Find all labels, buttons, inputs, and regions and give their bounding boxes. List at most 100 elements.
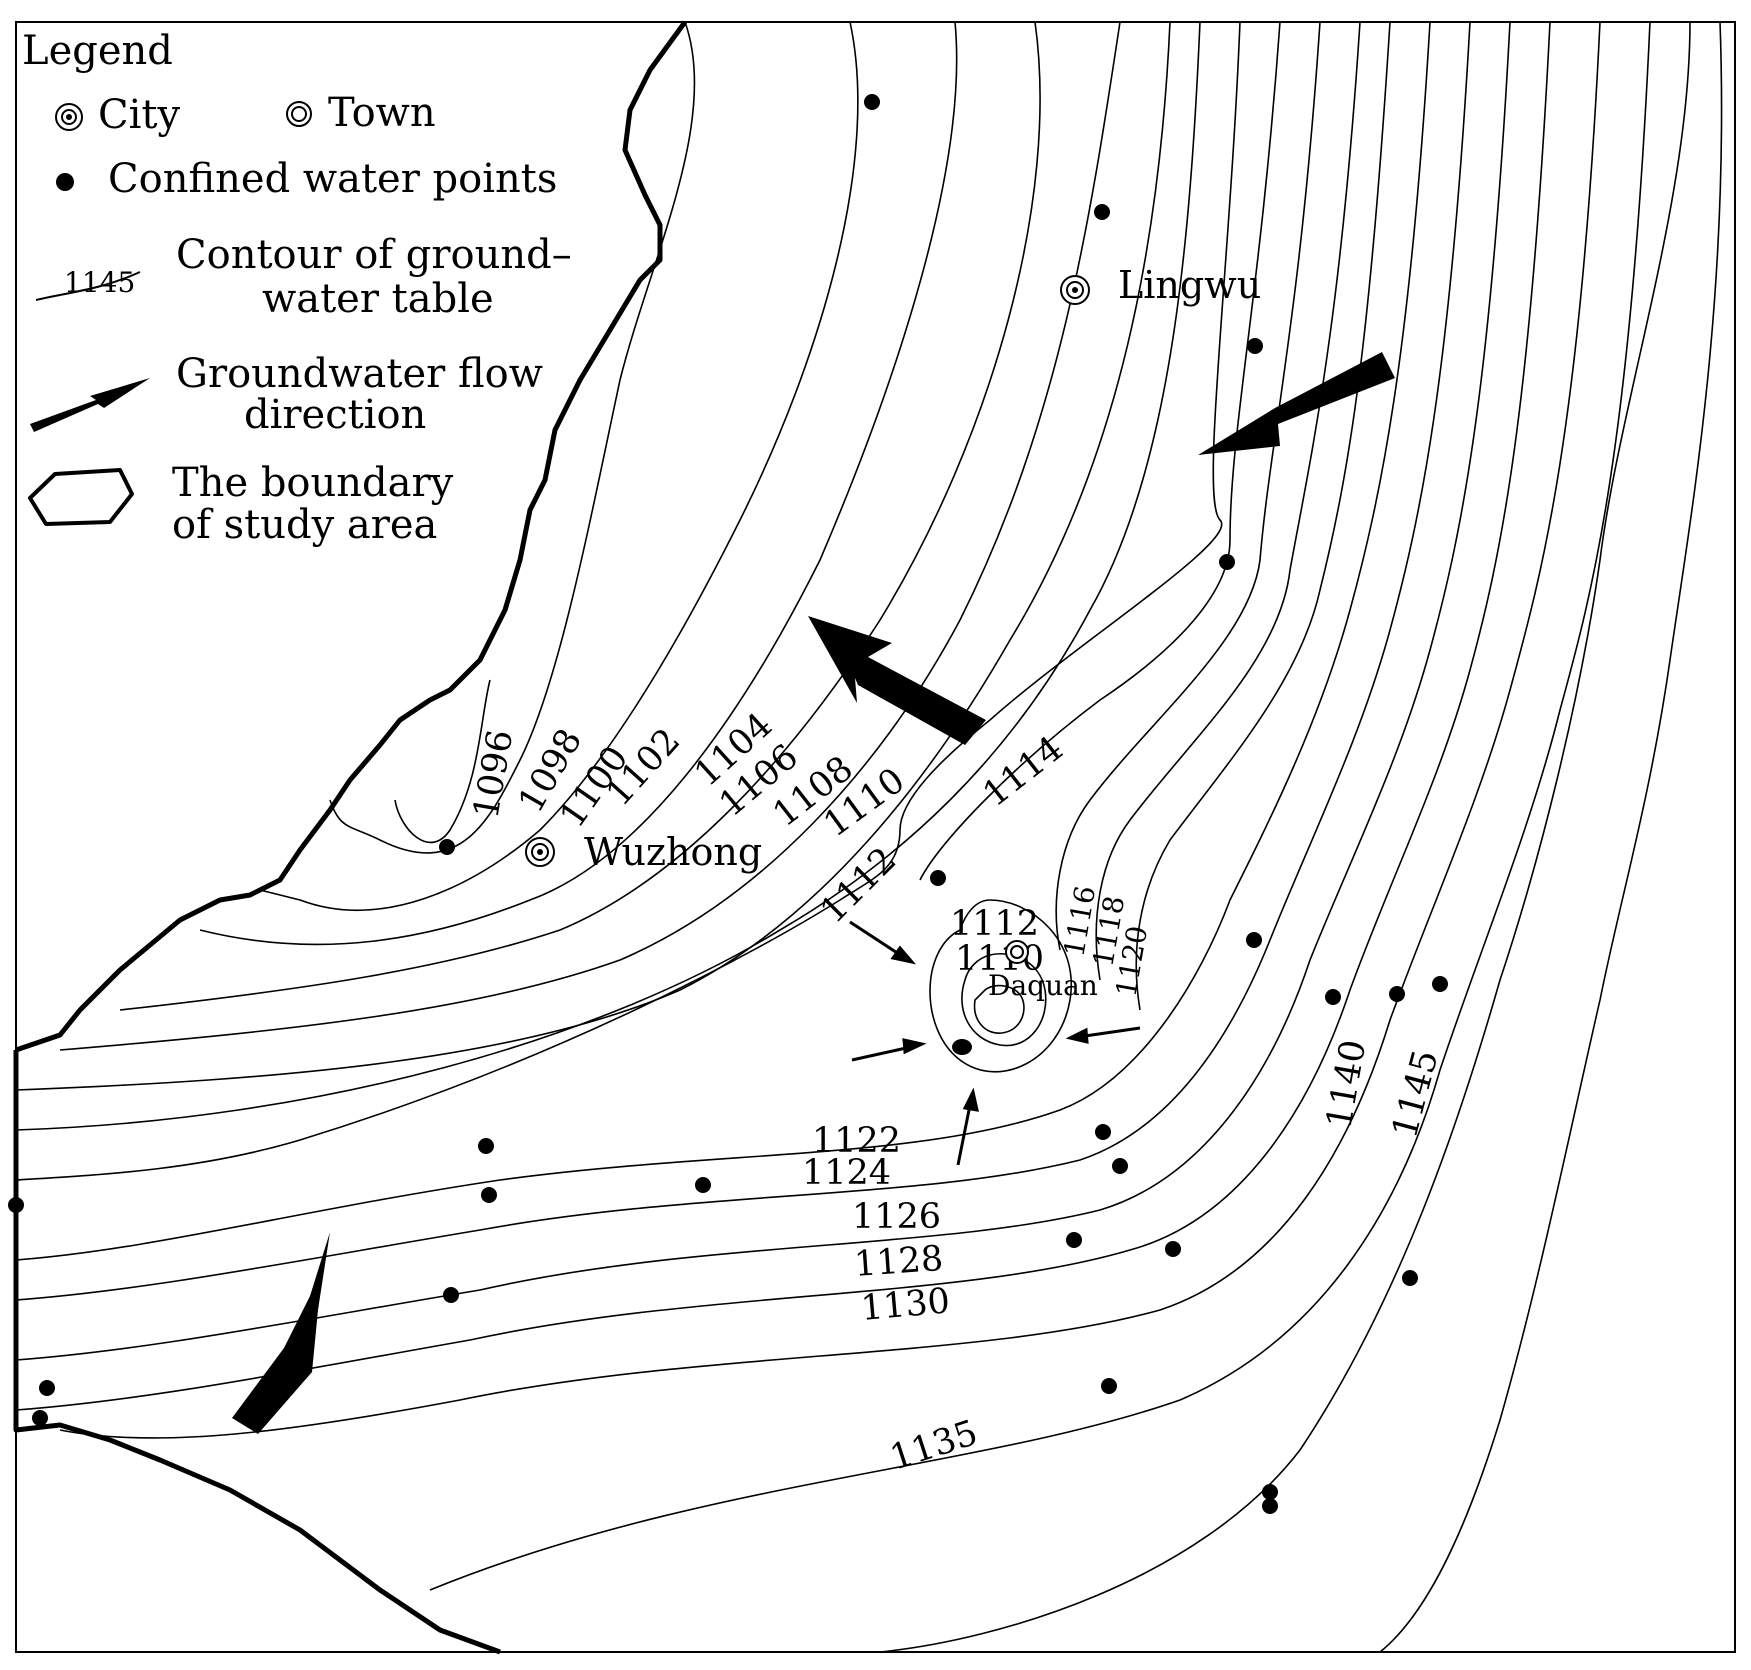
contour-1100 <box>259 21 859 912</box>
place-label-lingwu: Lingwu <box>1118 263 1261 307</box>
legend-contour-label-line2: water table <box>262 276 494 322</box>
water-point <box>952 1039 972 1055</box>
legend-boundary-label-line1: The boundary <box>172 460 454 506</box>
water-point <box>1389 986 1405 1002</box>
contour-label-1126: 1126 <box>852 1197 941 1237</box>
water-point <box>1101 1378 1117 1394</box>
place-label-wuzhong: Wuzhong <box>584 830 762 874</box>
contour-label-1110-inner: 1110 <box>955 939 1044 979</box>
water-point <box>1112 1158 1128 1174</box>
water-point <box>8 1197 24 1213</box>
contour-1104 <box>119 21 1041 1011</box>
city-icon-inner <box>61 109 77 125</box>
flow-arrow-ne <box>1198 352 1395 455</box>
water-point <box>1325 989 1341 1005</box>
contour-1112 <box>15 21 1241 1181</box>
water-point <box>39 1380 55 1396</box>
contour-label-1135: 1135 <box>885 1413 982 1479</box>
legend-title: Legend <box>22 28 173 74</box>
flow-arrow-legend-icon <box>30 378 150 432</box>
water-point <box>1165 1241 1181 1257</box>
legend-contour-label-line1: Contour of ground– <box>176 232 572 278</box>
contour-1118 <box>1095 21 1361 981</box>
legend-boundary-label-line2: of study area <box>172 502 437 548</box>
flow-arrow-center <box>808 616 986 745</box>
city-icon <box>55 103 83 131</box>
flow-arrow-small-w-head <box>902 1038 927 1055</box>
flow-arrow-small-s <box>956 1099 973 1166</box>
contour-1096 <box>394 679 491 844</box>
legend-flow-label-line2: direction <box>244 392 426 438</box>
contour-label-1096: 1096 <box>466 727 521 822</box>
contour-daquan-outer <box>929 899 1073 1073</box>
water-point <box>481 1187 497 1203</box>
flow-arrow-small-e-head <box>1065 1027 1089 1044</box>
water-point <box>1246 932 1262 948</box>
town-icon-inner <box>291 106 307 122</box>
flow-arrow-small-nw-head <box>890 945 917 965</box>
water-point <box>864 94 880 110</box>
contour-sample-line <box>35 271 141 301</box>
contour-1130 <box>59 21 1601 1439</box>
city-icon-inner <box>531 843 549 861</box>
water-point <box>1219 554 1235 570</box>
contour-1102 <box>199 21 958 946</box>
contour-1124 <box>15 21 1471 1301</box>
flow-arrow-sw <box>232 1232 330 1434</box>
contour-label-1122: 1122 <box>812 1121 901 1161</box>
city-icon-inner <box>1066 281 1084 299</box>
contour-label-1130: 1130 <box>859 1281 951 1329</box>
legend-contour-sample-value: 1145 <box>64 266 135 299</box>
water-point <box>1262 1498 1278 1514</box>
flow-arrow-small-s-head <box>962 1087 979 1112</box>
city-icon-dot <box>537 849 543 855</box>
wuzhong-city: Wuzhong <box>525 830 762 874</box>
contour-1140 <box>879 21 1691 1653</box>
water-point <box>695 1177 711 1193</box>
contour-label-1128: 1128 <box>853 1239 945 1285</box>
flow-arrow-small-e <box>1077 1026 1141 1039</box>
city-icon-dot <box>1072 287 1078 293</box>
contour-1128 <box>15 21 1551 1411</box>
contour-label-1114: 1114 <box>976 729 1071 815</box>
contour-1108 <box>15 21 1171 1091</box>
map-frame <box>15 21 1736 1653</box>
water-point <box>930 870 946 886</box>
contour-label-1140: 1140 <box>1319 1037 1374 1132</box>
water-point <box>1247 338 1263 354</box>
town-icon <box>1005 940 1029 964</box>
legend: Legend City Town Confined water points 1… <box>22 28 572 548</box>
water-point <box>1094 204 1110 220</box>
contour-1126 <box>15 21 1511 1361</box>
daquan-town: Daquan <box>988 940 1098 1002</box>
water-point <box>1402 1270 1418 1286</box>
contour-1135 <box>429 21 1651 1591</box>
study-area-boundary-south <box>13 1050 501 1655</box>
water-point <box>478 1138 494 1154</box>
legend-flow-label-line1: Groundwater flow <box>176 351 543 397</box>
city-icon-dot <box>66 114 72 120</box>
contour-labels: 1096 1098 1100 1102 1104 1106 1108 1110 … <box>466 705 1446 1478</box>
contour-label-1145: 1145 <box>1385 1046 1447 1142</box>
water-point <box>1262 1484 1278 1500</box>
contour-daquan-mid <box>961 953 1047 1047</box>
contour-1120 <box>1135 21 1391 1011</box>
contour-1145 <box>1379 21 1723 1653</box>
water-point <box>1066 1232 1082 1248</box>
confined-water-points <box>8 94 1448 1514</box>
flow-arrows <box>232 352 1395 1434</box>
contour-daquan-inner <box>973 984 1025 1034</box>
place-label-daquan: Daquan <box>988 969 1098 1002</box>
contour-label-1112-inner: 1112 <box>950 904 1039 944</box>
water-point <box>1432 976 1448 992</box>
legend-city-label: City <box>98 92 180 138</box>
legend-town-label: Town <box>328 90 436 136</box>
small-flow-arrows <box>849 920 1141 1166</box>
town-icon-inner <box>1010 945 1024 959</box>
water-point <box>32 1410 48 1426</box>
contour-1122 <box>15 21 1431 1261</box>
contour-lines <box>15 21 1723 1653</box>
contour-1110 <box>15 21 1201 1131</box>
boundary-legend-icon <box>28 468 134 526</box>
